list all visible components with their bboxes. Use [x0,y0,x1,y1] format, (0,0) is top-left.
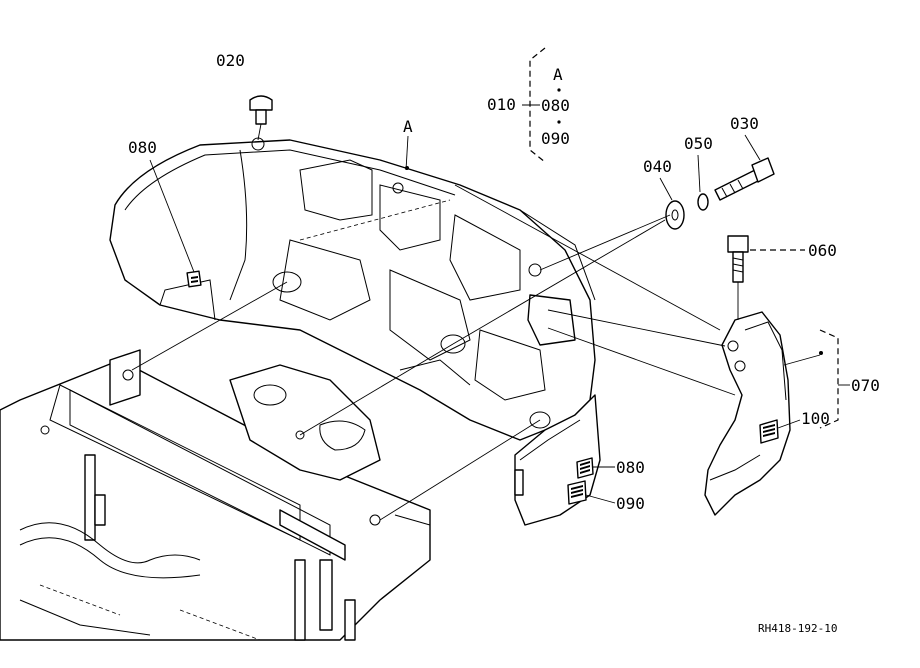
left-side-cover [514,394,601,526]
washer-040 [665,200,685,230]
callout-090-cover: 090 [616,494,645,513]
lock-washer-050 [697,193,709,211]
drawing-number: RH418-192-10 [758,622,837,635]
callout-060: 060 [808,241,837,260]
callout-050: 050 [684,134,713,153]
callout-a-body: A [403,117,413,136]
callout-020: 020 [216,51,245,70]
callout-leaders [149,134,823,504]
bracket-070 [819,329,850,429]
callout-040: 040 [643,157,672,176]
set-bracket-010 [522,47,561,163]
assembly-lines [131,123,739,521]
callout-010: 010 [487,95,516,114]
callout-100: 100 [801,409,830,428]
bolt-030 [714,157,775,201]
right-side-cover [704,311,791,516]
bolt-060 [727,235,749,283]
set-item-080: 080 [541,96,570,115]
callout-030: 030 [730,114,759,133]
knob-020 [249,95,273,125]
callout-080-cover: 080 [616,458,645,477]
set-item-090: 090 [541,129,570,148]
chassis-frame [0,349,431,641]
callout-070: 070 [851,376,880,395]
counterweight-body [109,137,596,441]
callout-080-body: 080 [128,138,157,157]
set-item-a: A [553,65,563,84]
